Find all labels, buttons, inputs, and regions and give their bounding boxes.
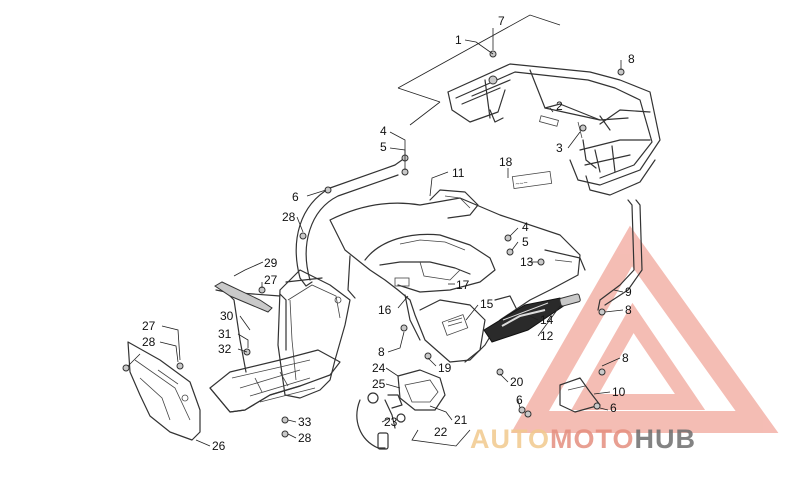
callout-15: 15 — [480, 297, 494, 311]
callout-28-left: 28 — [142, 335, 156, 349]
callout-labels: 1 2 3 4 5 6 7 8 11 18 28 4 5 29 27 13 17… — [142, 14, 635, 453]
splash-guard — [127, 341, 201, 441]
watermark-moto: MOTO — [550, 424, 635, 454]
watermark-triangle-outer — [511, 225, 779, 433]
fasteners — [122, 50, 625, 438]
rack-guide-line-top — [397, 14, 561, 89]
callout-33: 33 — [298, 415, 312, 429]
callout-5: 5 — [380, 140, 387, 154]
bracket-29 — [214, 281, 273, 313]
rear-rack — [447, 63, 661, 196]
callout-6-lower-right: 6 — [610, 401, 617, 415]
callout-16: 16 — [378, 303, 392, 317]
watermark-auto: AUTO — [470, 424, 550, 454]
callout-32: 32 — [218, 342, 232, 356]
callout-25: 25 — [372, 377, 386, 391]
decal-15 — [441, 314, 469, 336]
callout-2: 2 — [556, 99, 563, 113]
reflector-12 — [559, 293, 581, 307]
callout-11: 11 — [452, 166, 465, 180]
rack-guide-line-right — [409, 101, 441, 126]
callout-26: 26 — [212, 439, 226, 453]
watermark-logo — [511, 225, 779, 433]
callout-14: 14 — [540, 313, 554, 327]
callout-29: 29 — [264, 256, 278, 270]
callout-30: 30 — [220, 309, 234, 323]
callout-22: 22 — [434, 425, 448, 439]
callout-18: 18 — [499, 155, 513, 169]
callout-10: 10 — [612, 385, 626, 399]
callout-21: 21 — [454, 413, 468, 427]
watermark-triangle-inner — [571, 302, 706, 410]
fender-extension — [277, 269, 351, 399]
callout-8-bracket: 8 — [625, 303, 632, 317]
callout-27-left: 27 — [142, 319, 156, 333]
callout-8-light: 8 — [378, 345, 385, 359]
callout-6-lower-left: 6 — [516, 393, 523, 407]
callout-8: 8 — [628, 52, 635, 66]
svg-text:AUTOMOTOHUB: AUTOMOTOHUB — [470, 424, 696, 454]
callout-31: 31 — [218, 327, 232, 341]
callout-20: 20 — [510, 375, 524, 389]
callout-13: 13 — [520, 255, 534, 269]
callout-1: 1 — [455, 33, 462, 47]
callout-8-right: 8 — [622, 351, 629, 365]
callout-27: 27 — [264, 273, 278, 287]
rack-guide-line-bottom — [397, 87, 441, 103]
watermark-text: AUTOMOTOHUB — [470, 424, 696, 454]
decal-18: ~~~ — [511, 170, 553, 190]
callout-28: 28 — [282, 210, 296, 224]
tail-light — [356, 369, 446, 450]
watermark-hub: HUB — [635, 424, 697, 454]
callout-4: 4 — [380, 124, 387, 138]
callout-23: 23 — [384, 415, 398, 429]
callout-4-lower: 4 — [522, 220, 529, 234]
callout-17: 17 — [456, 278, 470, 292]
callout-19: 19 — [438, 361, 452, 375]
callout-3: 3 — [556, 141, 563, 155]
leader-lines — [127, 28, 624, 447]
callout-28-bottom: 28 — [298, 431, 312, 445]
callout-12: 12 — [540, 329, 554, 343]
rear-fender — [329, 189, 586, 363]
callout-7: 7 — [498, 14, 505, 28]
callout-24: 24 — [372, 361, 386, 375]
callout-9: 9 — [625, 285, 632, 299]
svg-text:~~~: ~~~ — [515, 180, 528, 189]
callout-6: 6 — [292, 190, 299, 204]
callout-5-lower: 5 — [522, 235, 529, 249]
